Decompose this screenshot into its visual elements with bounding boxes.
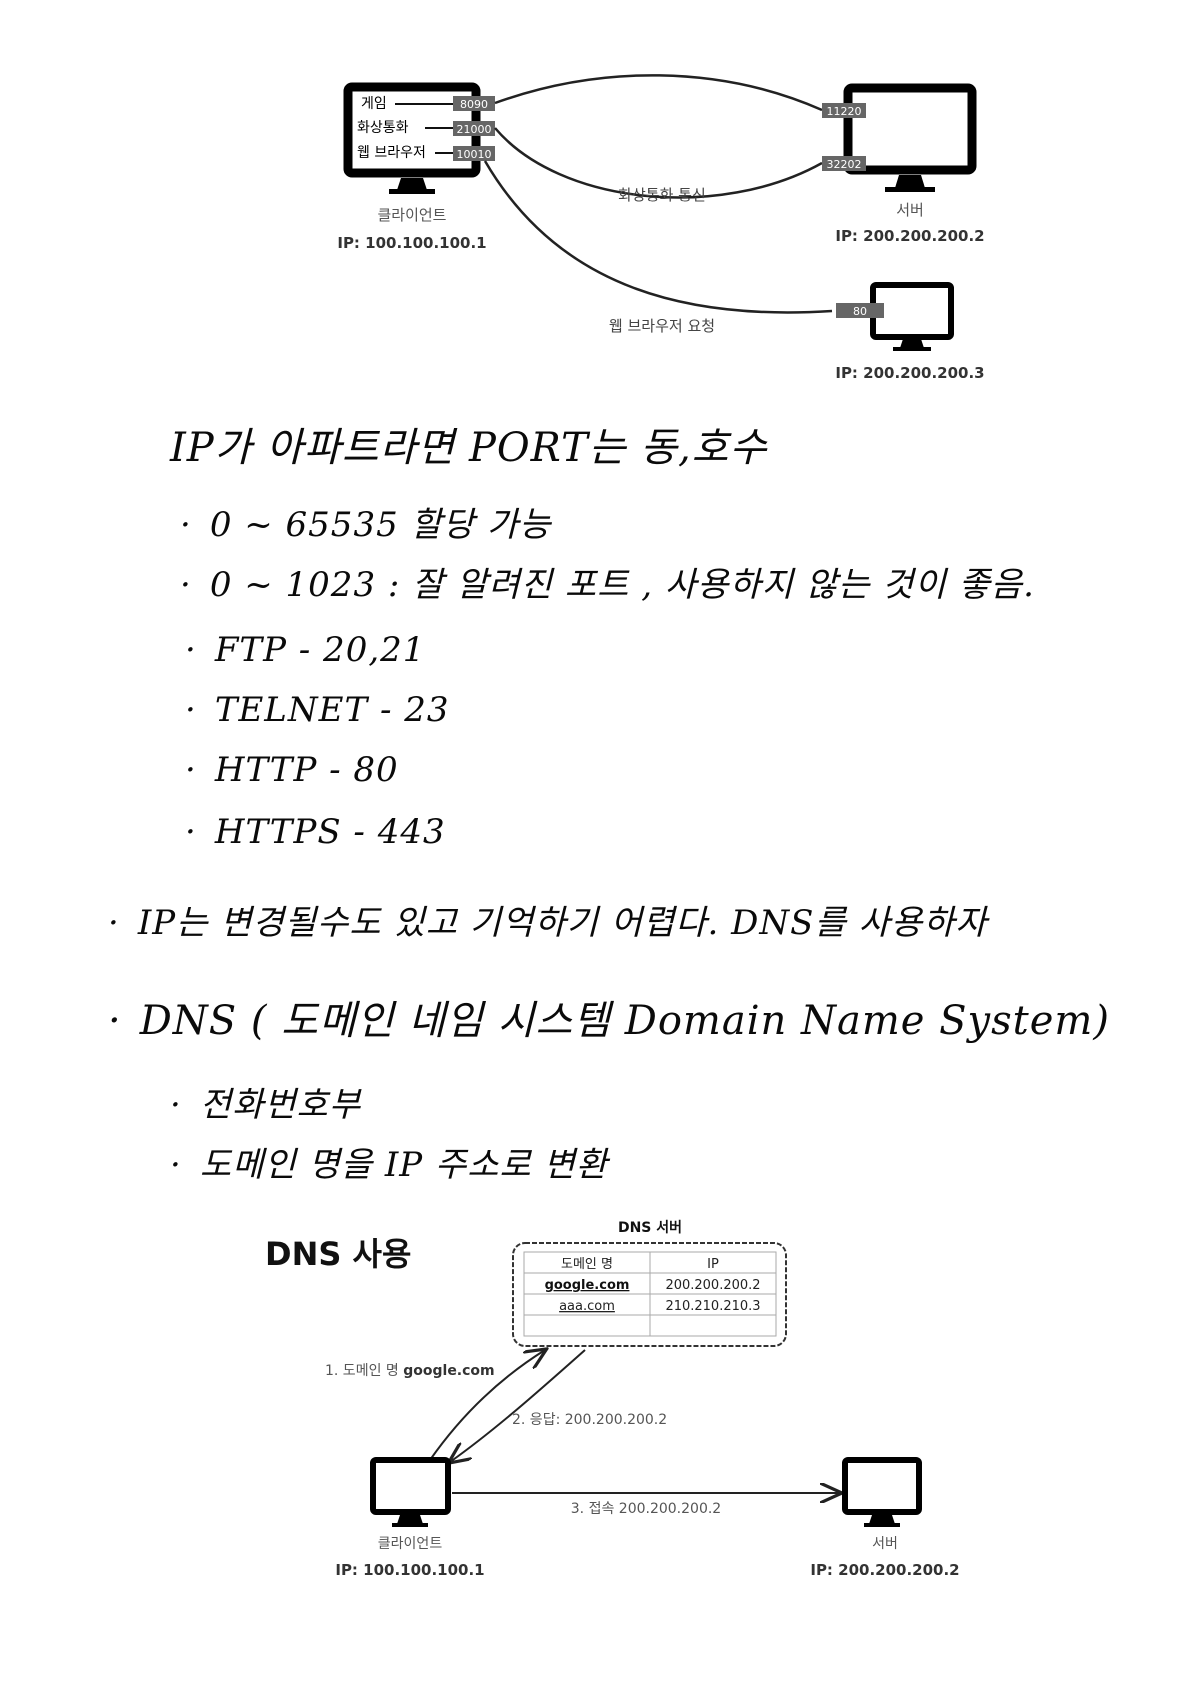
dns-client-monitor-icon (370, 1457, 451, 1527)
step2-arrow (450, 1349, 586, 1462)
note-well-known-ports: ·0 ~ 1023 : 잘 알려진 포트 , 사용하지 않는 것이 좋음. (180, 565, 1035, 605)
table-cell-domain: google.com (545, 1278, 630, 1293)
svg-text:32202: 32202 (827, 158, 862, 171)
dns-server-ip: IP: 200.200.200.2 (810, 1561, 959, 1579)
svg-text:11220: 11220 (827, 105, 862, 118)
dns-server-box (512, 1242, 787, 1347)
note-dns-phonebook: ·전화번호부 (170, 1085, 362, 1125)
client-port-badge: 10010 (453, 146, 495, 161)
dns-server-monitor-icon (842, 1457, 922, 1527)
client-label: 클라이언트 (377, 206, 446, 224)
client-app-game: 게임 (361, 96, 387, 112)
step2-label: 2. 응답: 200.200.200.2 (512, 1412, 667, 1428)
web-server-ip: IP: 200.200.200.3 (835, 364, 984, 382)
note-port-https: ·HTTPS - 443 (185, 812, 446, 852)
note-ip-problem: ·IP는 변경될수도 있고 기억하기 어렵다. DNS를 사용하자 (108, 903, 988, 943)
svg-text:80: 80 (853, 305, 867, 318)
dns-server-label: 서버 (872, 1536, 898, 1552)
dns-server-title: DNS 서버 (618, 1219, 682, 1236)
client-port-badge: 8090 (453, 96, 495, 111)
client-port-badge: 21000 (453, 121, 495, 136)
table-cell-domain: aaa.com (559, 1299, 615, 1314)
table-cell-ip: 200.200.200.2 (665, 1278, 760, 1293)
note-port-ftp: ·FTP - 20,21 (185, 630, 426, 670)
svg-text:10010: 10010 (457, 148, 492, 161)
video-call-connection (494, 127, 823, 199)
table-cell-ip: 210.210.210.3 (665, 1299, 760, 1314)
port-diagram: 게임 화상통화 웹 브라우저 8090 21000 10010 클라이언트 IP… (337, 74, 985, 382)
server-ip: IP: 200.200.200.2 (835, 227, 984, 245)
web-request-connection (483, 160, 833, 314)
client-app-web-browser: 웹 브라우저 (357, 145, 426, 161)
server-port-badge: 11220 (822, 103, 866, 118)
svg-text:21000: 21000 (457, 123, 492, 136)
server-monitor-icon (843, 83, 977, 192)
svg-text:8090: 8090 (460, 98, 488, 111)
game-connection (494, 74, 823, 112)
web-server-port-badge: 80 (836, 303, 884, 318)
dns-diagram-title: DNS 사용 (265, 1235, 411, 1273)
dns-client-ip: IP: 100.100.100.1 (335, 1561, 484, 1579)
note-dns-title: ·DNS ( 도메인 네임 시스템 Domain Name System) (108, 998, 1110, 1044)
server-label: 서버 (896, 201, 924, 219)
video-call-label: 화상통화 통신 (618, 186, 706, 204)
client-app-video-call: 화상통화 (357, 120, 409, 136)
table-header-domain: 도메인 명 (561, 1257, 613, 1272)
dns-client-label: 클라이언트 (378, 1536, 443, 1552)
note-port-http: ·HTTP - 80 (185, 750, 399, 790)
note-dns-convert: ·도메인 명을 IP 주소로 변환 (170, 1145, 609, 1185)
server-port-badge: 32202 (822, 156, 866, 171)
note-port-telnet: ·TELNET - 23 (185, 690, 450, 730)
client-ip: IP: 100.100.100.1 (337, 234, 486, 252)
step3-label: 3. 접속 200.200.200.2 (571, 1501, 721, 1517)
notes-heading: IP가 아파트라면 PORT는 동,호수 (170, 425, 768, 471)
dns-diagram: DNS 사용 DNS 서버 도메인 명 IP google.com 200.20… (265, 1219, 960, 1579)
table-header-ip: IP (707, 1257, 719, 1272)
note-port-range: ·0 ~ 65535 할당 가능 (180, 505, 552, 545)
web-request-label: 웹 브라우저 요청 (609, 317, 715, 335)
step1-label: 1. 도메인 명 google.com (325, 1363, 495, 1379)
step1-arrow (429, 1350, 545, 1461)
web-server-monitor-icon (870, 282, 954, 351)
